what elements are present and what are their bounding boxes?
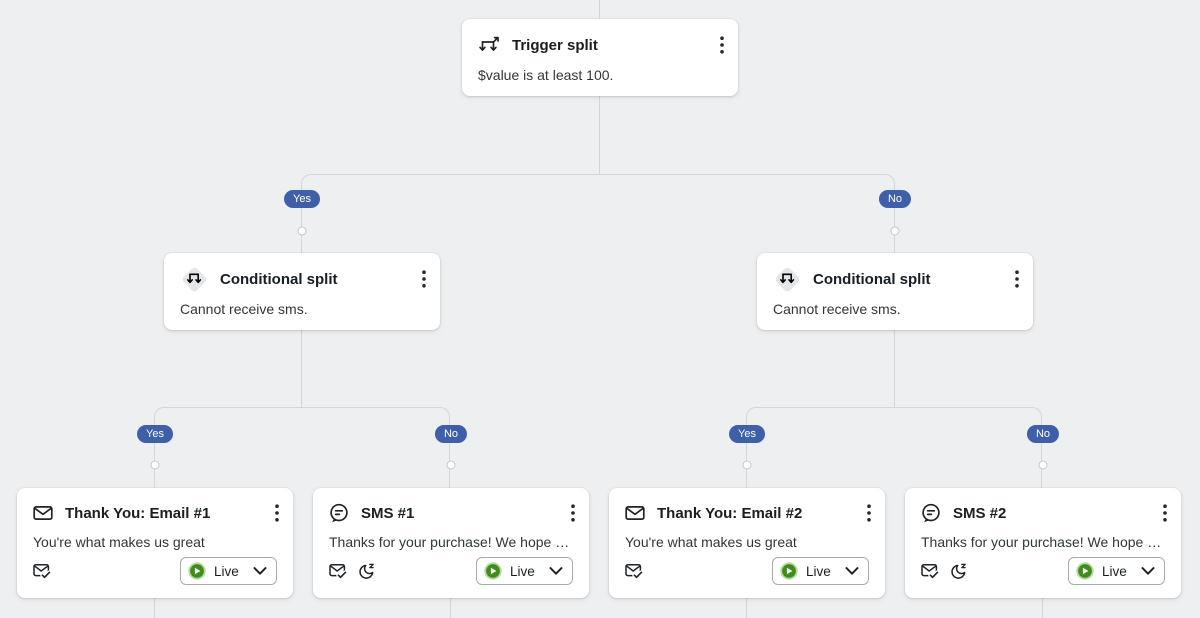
branch-label-no: No: [434, 425, 468, 443]
connector-line: [746, 598, 747, 618]
email-delivery-check-icon: [33, 563, 52, 579]
connector-line: [1042, 598, 1043, 618]
connector-branch-line: [301, 407, 450, 488]
quiet-hours-moon-icon: [358, 563, 375, 580]
email-delivery-check-icon: [625, 563, 644, 579]
message-preview: Thanks for your purchase! We hope that .…: [329, 533, 573, 550]
node-description: Cannot receive sms.: [773, 301, 901, 317]
chevron-down-icon: [1141, 567, 1155, 575]
node-title: Conditional split: [813, 270, 931, 288]
flow-node-email-1[interactable]: Thank You: Email #1 You're what makes us…: [17, 488, 293, 598]
node-title: SMS #2: [953, 504, 1007, 522]
node-title: Thank You: Email #2: [657, 504, 803, 522]
status-dropdown[interactable]: Live: [476, 557, 573, 585]
kebab-menu-icon[interactable]: [716, 34, 728, 56]
connector-line: [154, 598, 155, 618]
connector-port[interactable]: [890, 226, 900, 236]
chevron-down-icon: [253, 567, 267, 575]
chevron-down-icon: [549, 567, 563, 575]
trigger-split-icon: [478, 36, 500, 54]
connector-branch-line: [894, 407, 1042, 488]
connector-branch-line: [746, 407, 894, 488]
connector-line: [301, 330, 302, 407]
status-label: Live: [806, 563, 831, 579]
sms-bubble-icon: [329, 503, 349, 523]
node-title: SMS #1: [361, 504, 415, 522]
flow-node-trigger-split[interactable]: Trigger split $value is at least 100.: [462, 19, 738, 96]
node-description: Cannot receive sms.: [180, 301, 308, 317]
connector-branch-line: [301, 174, 599, 253]
quiet-hours-moon-icon: [950, 563, 967, 580]
message-preview: You're what makes us great: [625, 533, 797, 550]
connector-line: [450, 598, 451, 618]
connector-line: [599, 95, 600, 174]
status-label: Live: [1102, 563, 1127, 579]
branch-label-no: No: [878, 190, 912, 208]
branch-label-yes: Yes: [729, 425, 765, 443]
connector-port[interactable]: [742, 460, 752, 470]
live-status-icon: [188, 562, 206, 580]
flow-node-sms-1[interactable]: SMS #1 Thanks for your purchase! We hope…: [313, 488, 589, 598]
branch-label-yes: Yes: [284, 190, 320, 208]
connector-line: [894, 330, 895, 407]
branch-label-no: No: [1026, 425, 1060, 443]
connector-branch-line: [154, 407, 301, 488]
kebab-menu-icon[interactable]: [271, 502, 283, 524]
flow-node-conditional-split-left[interactable]: Conditional split Cannot receive sms.: [164, 253, 440, 330]
status-dropdown[interactable]: Live: [180, 557, 277, 585]
node-description: $value is at least 100.: [478, 67, 614, 83]
connector-port[interactable]: [1038, 460, 1048, 470]
flow-node-conditional-split-right[interactable]: Conditional split Cannot receive sms.: [757, 253, 1033, 330]
sms-bubble-icon: [921, 503, 941, 523]
connector-port[interactable]: [446, 460, 456, 470]
kebab-menu-icon[interactable]: [863, 502, 875, 524]
node-title: Conditional split: [220, 270, 338, 288]
status-label: Live: [510, 563, 535, 579]
message-preview: Thanks for your purchase! We hope that .…: [921, 533, 1165, 550]
kebab-menu-icon[interactable]: [1011, 268, 1023, 290]
connector-port[interactable]: [150, 460, 160, 470]
conditional-split-icon: [773, 265, 801, 293]
branch-label-yes: Yes: [137, 425, 173, 443]
kebab-menu-icon[interactable]: [418, 268, 430, 290]
status-dropdown[interactable]: Live: [772, 557, 869, 585]
connector-branch-line: [599, 174, 895, 253]
conditional-split-icon: [180, 265, 208, 293]
kebab-menu-icon[interactable]: [567, 502, 579, 524]
status-label: Live: [214, 563, 239, 579]
kebab-menu-icon[interactable]: [1159, 502, 1171, 524]
connector-port[interactable]: [297, 226, 307, 236]
connector-line: [599, 0, 600, 19]
message-preview: You're what makes us great: [33, 533, 205, 550]
status-dropdown[interactable]: Live: [1068, 557, 1165, 585]
email-delivery-check-icon: [921, 563, 940, 579]
live-status-icon: [484, 562, 502, 580]
node-title: Thank You: Email #1: [65, 504, 211, 522]
chevron-down-icon: [845, 567, 859, 575]
live-status-icon: [780, 562, 798, 580]
flow-node-sms-2[interactable]: SMS #2 Thanks for your purchase! We hope…: [905, 488, 1181, 598]
node-title: Trigger split: [512, 36, 598, 54]
live-status-icon: [1076, 562, 1094, 580]
email-icon: [625, 505, 645, 521]
email-delivery-check-icon: [329, 563, 348, 579]
flow-node-email-2[interactable]: Thank You: Email #2 You're what makes us…: [609, 488, 885, 598]
email-icon: [33, 505, 53, 521]
